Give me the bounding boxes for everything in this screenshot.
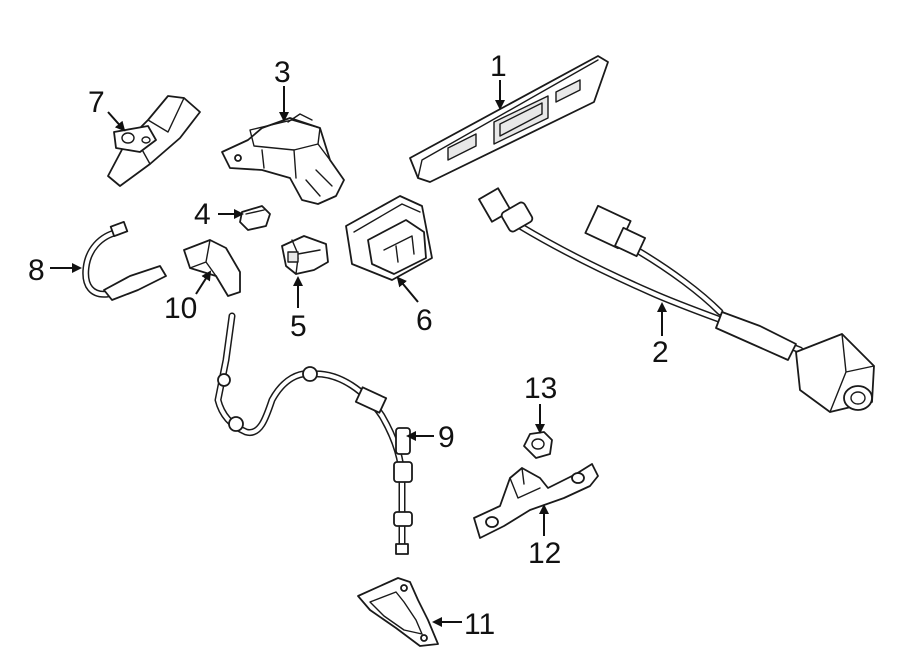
callout-12: 12 — [528, 537, 561, 570]
leader-lines — [50, 80, 667, 627]
part-11-plate[interactable] — [357, 577, 439, 647]
part-2-camera-harness[interactable] — [478, 187, 875, 413]
part-13-nut[interactable] — [523, 431, 553, 459]
part-8-wire[interactable] — [82, 221, 167, 301]
callout-8: 8 — [28, 254, 45, 287]
callout-labels: 1 2 3 4 5 6 7 8 9 10 11 12 13 — [28, 50, 669, 641]
callout-1: 1 — [490, 50, 507, 83]
callout-2: 2 — [652, 336, 669, 369]
callout-6: 6 — [416, 304, 433, 337]
callout-4: 4 — [194, 198, 211, 231]
part-10-cover[interactable] — [183, 239, 241, 297]
callout-10: 10 — [164, 292, 197, 325]
callout-13: 13 — [524, 372, 557, 405]
callout-3: 3 — [274, 56, 291, 89]
part-12-bracket[interactable] — [473, 463, 599, 539]
part-6-handle-housing[interactable] — [345, 195, 433, 281]
callout-5: 5 — [290, 310, 307, 343]
callout-7: 7 — [88, 86, 105, 119]
part-7-latch[interactable] — [107, 95, 201, 187]
callout-9: 9 — [438, 421, 455, 454]
part-9-cable[interactable] — [214, 312, 413, 555]
callout-11: 11 — [464, 608, 495, 641]
part-1-trim-panel[interactable] — [409, 55, 609, 183]
part-4-clip[interactable] — [239, 205, 271, 231]
part-5-sensor[interactable] — [281, 235, 329, 275]
part-3-bracket[interactable] — [221, 113, 345, 205]
